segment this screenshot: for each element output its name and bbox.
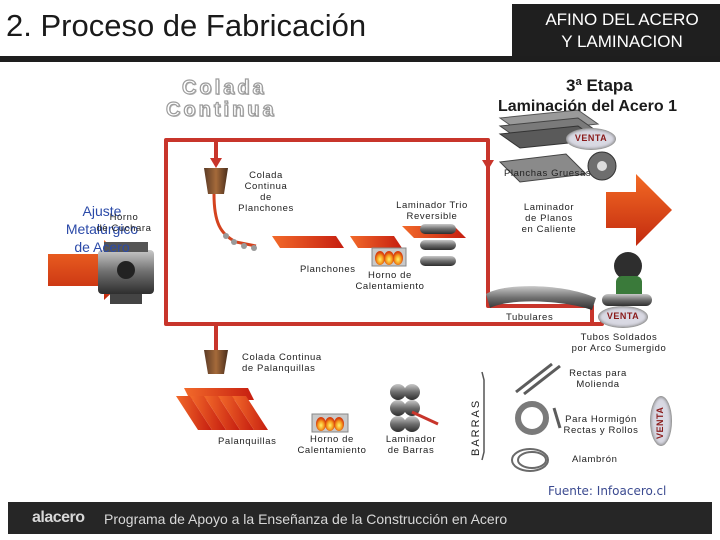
label-hormigon-1: Para Hormigón [565, 414, 637, 425]
label-laminador-trio: Laminador Trio Reversible [392, 200, 472, 222]
label-barras: BARRAS [470, 398, 482, 456]
bars-bracket [481, 371, 485, 461]
ajuste-line1: Ajuste [82, 203, 122, 219]
welder-figure [602, 252, 652, 306]
rebar-coil [515, 401, 562, 435]
label-planchas-gruesas: Planchas Gruesas [504, 168, 592, 179]
reheat-furnace-1 [371, 247, 407, 267]
label-laminador-barras: Laminador de Barras [378, 434, 444, 456]
wire-rod-coil [511, 448, 549, 472]
source-note: Fuente: Infoacero.cl [548, 484, 667, 498]
venta-badge-bars: VENTA [650, 396, 672, 446]
label-rectas-2: Molienda [576, 379, 620, 390]
label-rectas-molienda: Rectas para Molienda [562, 368, 634, 390]
label-rectas-1: Rectas para [569, 368, 627, 379]
alacero-logo: alacero [32, 509, 85, 526]
label-horno-cal-2a: Horno de [310, 434, 354, 445]
label-colada-palanquillas: Colada Continua de Palanquillas [242, 352, 322, 374]
venta-text-tubes: VENTA [606, 311, 640, 321]
process-diagram: Colada Continua 3ª Etapa Laminación del … [6, 62, 716, 500]
label-hormigon: Para Hormigón Rectas y Rollos [560, 414, 642, 436]
output-arrow [606, 174, 672, 246]
ajuste-line2: Metalúrgico [65, 221, 139, 237]
label-laminador-barras-1: Laminador [385, 434, 437, 445]
stage-number: 3ª Etapa [566, 76, 633, 95]
label-tubulares: Tubulares [506, 312, 554, 323]
label-horno-calentamiento-1: Horno de Calentamiento [350, 270, 430, 292]
colada-title-line1: Colada [181, 77, 267, 99]
label-laminador-planos: Laminador de Planos en Caliente [516, 202, 582, 235]
program-title: Programa de Apoyo a la Enseñanza de la C… [104, 511, 508, 527]
venta-text-bars: VENTA [655, 406, 665, 439]
label-colada-planchones-2: Continua [244, 181, 288, 192]
ladle-furnace [98, 242, 154, 304]
label-colada-palanquillas-2: de Palanquillas [242, 363, 316, 374]
label-planchones: Planchones [300, 264, 356, 275]
straight-bars [515, 362, 561, 396]
billet-ladle [204, 350, 228, 374]
stage-name: Laminación del Acero 1 [498, 98, 678, 115]
label-colada-planchones-3: de [260, 192, 272, 203]
section-banner-line1: AFINO DEL ACERO [545, 10, 699, 29]
label-palanquillas: Palanquillas [218, 436, 277, 447]
hot-strip-coil [498, 151, 617, 183]
label-horno-cal-2b: Calentamiento [297, 445, 367, 456]
ajuste-label: Ajuste Metalúrgico de Acero [52, 202, 152, 256]
label-colada-palanquillas-1: Colada Continua [242, 352, 322, 363]
label-laminador-planos-1: Laminador [523, 202, 575, 213]
label-tubos-soldados-1: Tubos Soldados [580, 332, 658, 343]
header-divider [0, 56, 720, 62]
label-colada-planchones: Colada Continua de Planchones [234, 170, 298, 214]
bar-mill [390, 384, 439, 432]
label-colada-planchones-1: Colada [249, 170, 283, 181]
page-title: 2. Proceso de Fabricación [6, 8, 367, 43]
label-horno-cal-1b: Calentamiento [355, 281, 425, 292]
label-horno-cuchara-2: de Cuchara [96, 223, 152, 234]
slab-ladle [204, 168, 257, 251]
reheat-furnace-2 [311, 413, 349, 433]
section-banner: AFINO DEL ACERO Y LAMINACION [512, 4, 720, 60]
section-banner-line2: Y LAMINACION [561, 32, 683, 51]
label-laminador-trio-2: Reversible [406, 211, 458, 222]
trio-mill [420, 224, 456, 266]
label-tubos-soldados-2: por Arco Sumergido [571, 343, 667, 354]
venta-badge-plates: VENTA [566, 128, 616, 150]
label-colada-planchones-4: Planchones [238, 203, 294, 214]
ajuste-line3: de Acero [74, 239, 130, 255]
billet-strands [176, 388, 268, 430]
header: 2. Proceso de Fabricación AFINO DEL ACER… [0, 0, 720, 60]
label-horno-cuchara-1: Horno [109, 212, 139, 223]
label-horno-calentamiento-2: Horno de Calentamiento [292, 434, 372, 456]
venta-badge-tubes: VENTA [598, 306, 648, 328]
label-hormigon-2: Rectas y Rollos [563, 425, 639, 436]
footer-bar: alacero Programa de Apoyo a la Enseñanza… [8, 502, 712, 534]
colada-title-line2: Continua [165, 99, 277, 121]
label-laminador-trio-1: Laminador Trio [396, 200, 468, 211]
label-laminador-planos-3: en Caliente [521, 224, 577, 235]
label-laminador-barras-2: de Barras [387, 445, 435, 456]
venta-text-plates: VENTA [574, 133, 608, 143]
label-horno-cuchara: Horno de Cuchara [94, 212, 154, 234]
label-horno-cal-1a: Horno de [368, 270, 412, 281]
tubular-pipe [486, 286, 596, 310]
label-laminador-planos-2: de Planos [525, 213, 573, 224]
label-alambron: Alambrón [572, 454, 618, 465]
label-tubos-soldados: Tubos Soldados por Arco Sumergido [564, 332, 674, 354]
